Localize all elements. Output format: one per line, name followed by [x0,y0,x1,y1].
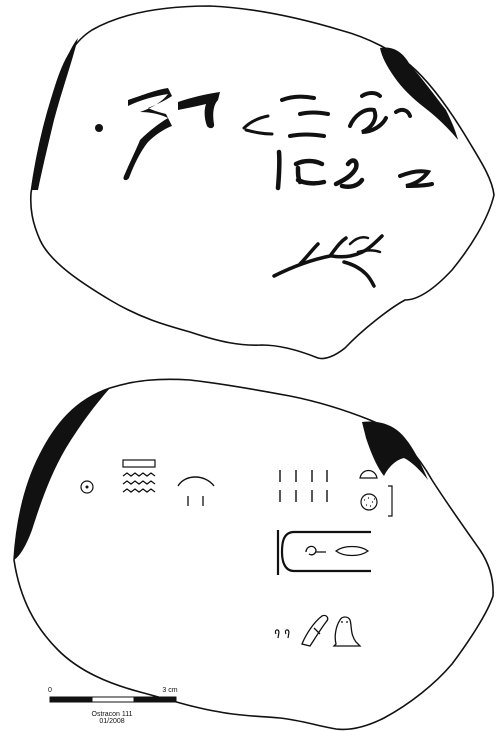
scale-start-label: 0 [48,687,52,694]
hieratic-sign-10 [348,236,382,254]
scale-segment-1 [49,696,93,703]
hieratic-sign-3 [242,114,274,136]
caption-block: Ostracon 111 01/2008 [62,711,162,725]
hieratic-sign-5 [348,91,412,134]
hieratic-sign-7 [333,158,365,189]
reed-leaf-pair-glyph [274,629,290,639]
canal-glyph [122,459,156,468]
hieratic-facsimile [29,5,495,360]
damaged-area-right-top [380,47,458,140]
owl-glyph [332,616,362,647]
scale-end-label: 3 cm [162,687,177,694]
damaged-area-left-bottom [14,388,110,560]
hieratic-sign-2 [178,92,220,129]
numeral-strokes [279,470,328,502]
scale-segment-2 [91,696,135,703]
horned-viper-glyph [305,545,326,556]
placenta-hatching [364,497,375,507]
mouth-glyph [334,545,370,557]
hieratic-sign-4 [280,94,330,138]
hieratic-sign-6 [275,149,327,191]
sherd-outline-bottom [13,378,494,731]
placenta-glyph [360,493,378,511]
scale-bar: 0 3 cm [48,687,178,703]
damaged-area-right-bottom [362,421,428,480]
scale-segment-3 [133,696,177,703]
caption-title: Ostracon 111 [91,711,133,718]
enclosure-glyph [276,530,371,575]
sun-disc-dot [85,485,89,489]
hieroglyphic-transcription [13,378,494,731]
damaged-area-left-top [31,38,78,190]
water-ripple-1 [122,472,156,477]
water-ripple-2 [122,480,156,485]
sherd-outline-top [29,5,495,360]
hieratic-sign-8 [398,169,434,188]
hieratic-sign-9 [272,234,384,288]
caption-date: 01/2008 [99,718,125,725]
water-ripple-3 [122,488,156,493]
sun-disc-glyph [80,480,94,494]
hieratic-sign-1 [123,88,172,181]
bread-loaf-glyph [359,469,378,479]
sky-glyph [177,476,215,487]
hieratic-dot [95,124,103,132]
hand-glyph [301,614,329,647]
damage-bracket [388,485,393,517]
plural-strokes-small [187,496,204,506]
